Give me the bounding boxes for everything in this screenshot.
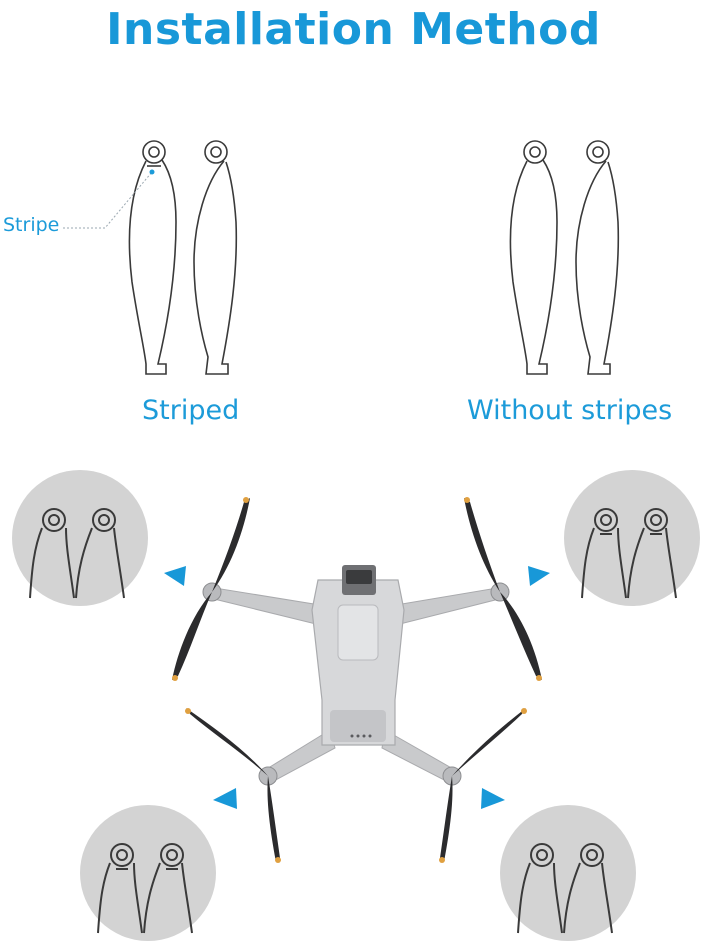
detail-circle-bottom-left bbox=[79, 804, 217, 942]
triangle-pointer-icon bbox=[528, 566, 550, 586]
plain-blade-left bbox=[509, 140, 558, 375]
detail-circle-bottom-right bbox=[499, 804, 637, 942]
striped-blade-left bbox=[128, 140, 177, 375]
caption-without-stripes: Without stripes bbox=[467, 395, 673, 426]
striped-blade-right bbox=[193, 140, 238, 375]
stripe-callout-label: Stripe bbox=[3, 214, 60, 236]
caption-striped: Striped bbox=[142, 395, 240, 426]
triangle-pointer-icon bbox=[164, 566, 186, 586]
triangle-pointer-icon bbox=[481, 788, 505, 809]
page-title: Installation Method bbox=[106, 4, 601, 55]
triangle-pointer-icon bbox=[213, 788, 237, 809]
detail-circle-top-right bbox=[563, 469, 701, 607]
plain-blade-right bbox=[575, 140, 620, 375]
detail-circle-top-left bbox=[11, 469, 149, 607]
drone-illustration bbox=[172, 497, 542, 863]
callout-pointer-icon bbox=[63, 171, 153, 229]
